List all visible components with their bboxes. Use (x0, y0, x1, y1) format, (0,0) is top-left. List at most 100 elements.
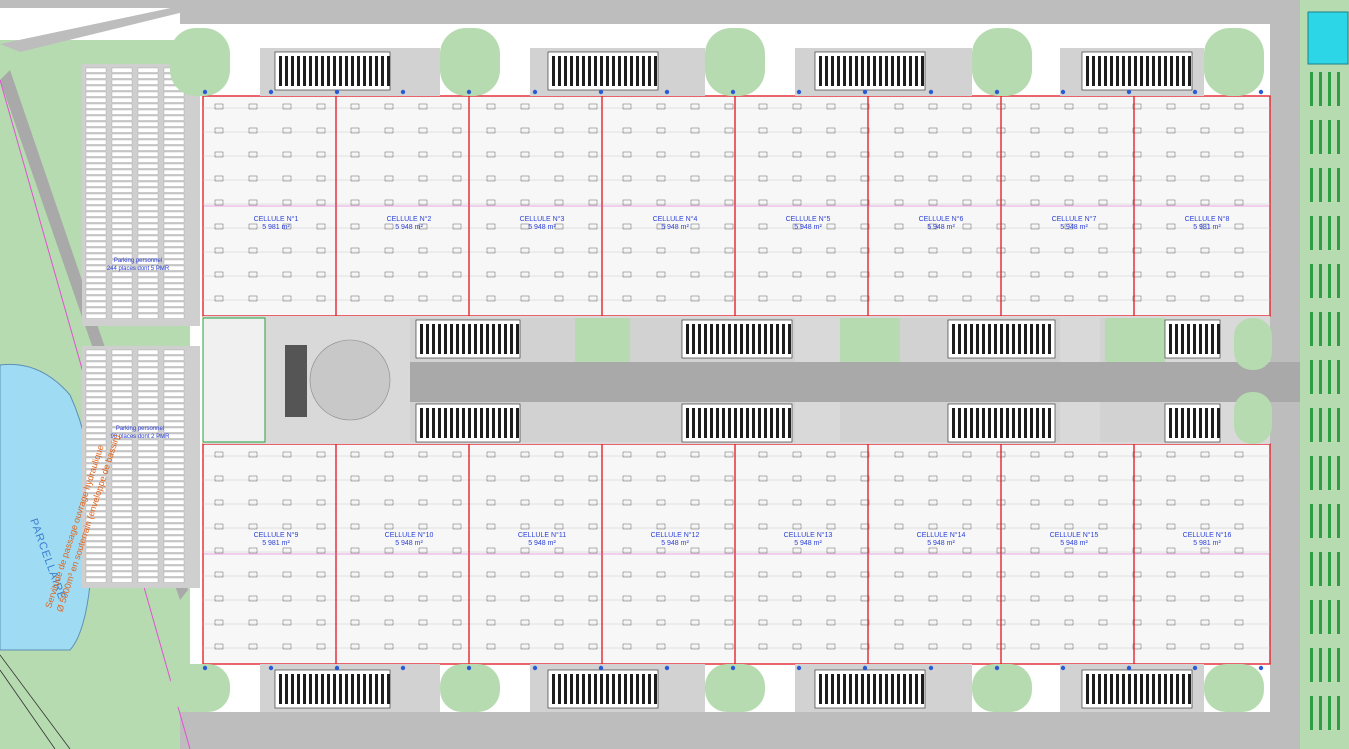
rack-unit (724, 271, 734, 278)
vegetation-stripe (1328, 648, 1331, 682)
parking-stall (137, 463, 159, 469)
rack-unit (588, 571, 598, 578)
parking-stall (163, 541, 185, 547)
dock-door (740, 408, 743, 438)
dock-door (654, 56, 657, 86)
parking-stall (85, 247, 107, 253)
parking-stall (163, 145, 185, 151)
dock-door (381, 674, 384, 704)
parking-stall (163, 223, 185, 229)
dock-door (351, 56, 354, 86)
parking-stall (85, 235, 107, 241)
rack-unit (520, 643, 530, 650)
rack-unit (1098, 103, 1108, 110)
rack-unit (894, 571, 904, 578)
rack-unit (690, 175, 700, 182)
right-vegetation-stripes (1310, 72, 1340, 730)
dock-door (1188, 674, 1191, 704)
hydrant (862, 89, 868, 95)
rack-unit (282, 295, 292, 302)
rack-unit (486, 619, 496, 626)
vegetation-stripe (1328, 360, 1331, 394)
parking-stall (137, 241, 159, 247)
parking-stall (85, 229, 107, 235)
dock-door (837, 674, 840, 704)
rack-unit (350, 547, 360, 554)
parking-stall (111, 463, 133, 469)
rack-unit (248, 199, 258, 206)
rack-unit (1064, 499, 1074, 506)
rack-unit (622, 103, 632, 110)
parking-stall (85, 463, 107, 469)
rack-unit (282, 619, 292, 626)
rack-unit (1098, 223, 1108, 230)
rack-unit (1200, 127, 1210, 134)
parking-stall (163, 283, 185, 289)
rack-unit (1064, 595, 1074, 602)
rack-unit (282, 547, 292, 554)
parking-stall (85, 265, 107, 271)
rack-unit (554, 547, 564, 554)
parking-stall (163, 241, 185, 247)
rack-unit (724, 547, 734, 554)
rack-unit (350, 295, 360, 302)
green-island (705, 664, 765, 712)
rack-unit (962, 127, 972, 134)
vegetation-stripe (1337, 648, 1340, 682)
dock-door (1024, 324, 1027, 354)
rack-unit (1098, 571, 1108, 578)
dock-door (752, 408, 755, 438)
rack-unit (1064, 247, 1074, 254)
dock-door (879, 674, 882, 704)
dock-door (903, 56, 906, 86)
dock-door (450, 324, 453, 354)
vegetation-stripe (1319, 408, 1322, 442)
vegetation-stripe (1337, 360, 1340, 394)
parking-stall (111, 157, 133, 163)
rack-unit (214, 223, 224, 230)
dock-door (1175, 324, 1178, 354)
parking-stall (85, 253, 107, 259)
rack-unit (248, 547, 258, 554)
rack-unit (486, 103, 496, 110)
dock-door (855, 56, 858, 86)
rack-unit (860, 523, 870, 530)
rack-unit (792, 643, 802, 650)
rack-unit (486, 199, 496, 206)
parking-stall (137, 181, 159, 187)
rack-unit (350, 271, 360, 278)
vegetation-stripe (1310, 648, 1313, 682)
rack-unit (758, 475, 768, 482)
rack-unit (860, 595, 870, 602)
rack-unit (894, 151, 904, 158)
parking-stall (111, 457, 133, 463)
parking-stall (137, 163, 159, 169)
hydrant (664, 665, 670, 671)
rack-unit (384, 199, 394, 206)
dock-door (867, 674, 870, 704)
dock-door (297, 674, 300, 704)
cell-9-area: 5 981 m² (262, 540, 290, 547)
rack-unit (758, 595, 768, 602)
rack-unit (316, 175, 326, 182)
parking-stall (111, 547, 133, 553)
vegetation-stripe (1337, 456, 1340, 490)
parking-stall (111, 559, 133, 565)
rack-unit (1132, 619, 1142, 626)
vegetation-stripe (1319, 216, 1322, 250)
parking-stall (111, 133, 133, 139)
rack-unit (1098, 451, 1108, 458)
dock-door (1175, 408, 1178, 438)
rack-unit (214, 175, 224, 182)
vegetation-stripe (1337, 72, 1340, 106)
parking-stall (163, 235, 185, 241)
dock-door (612, 56, 615, 86)
vegetation-stripe (1328, 72, 1331, 106)
parking-stall (137, 277, 159, 283)
rack-unit (1064, 619, 1074, 626)
vegetation-stripe (1319, 504, 1322, 538)
rack-unit (1064, 547, 1074, 554)
parking-stall (111, 385, 133, 391)
sprinkler-tank (1307, 11, 1349, 65)
dock-door (444, 408, 447, 438)
